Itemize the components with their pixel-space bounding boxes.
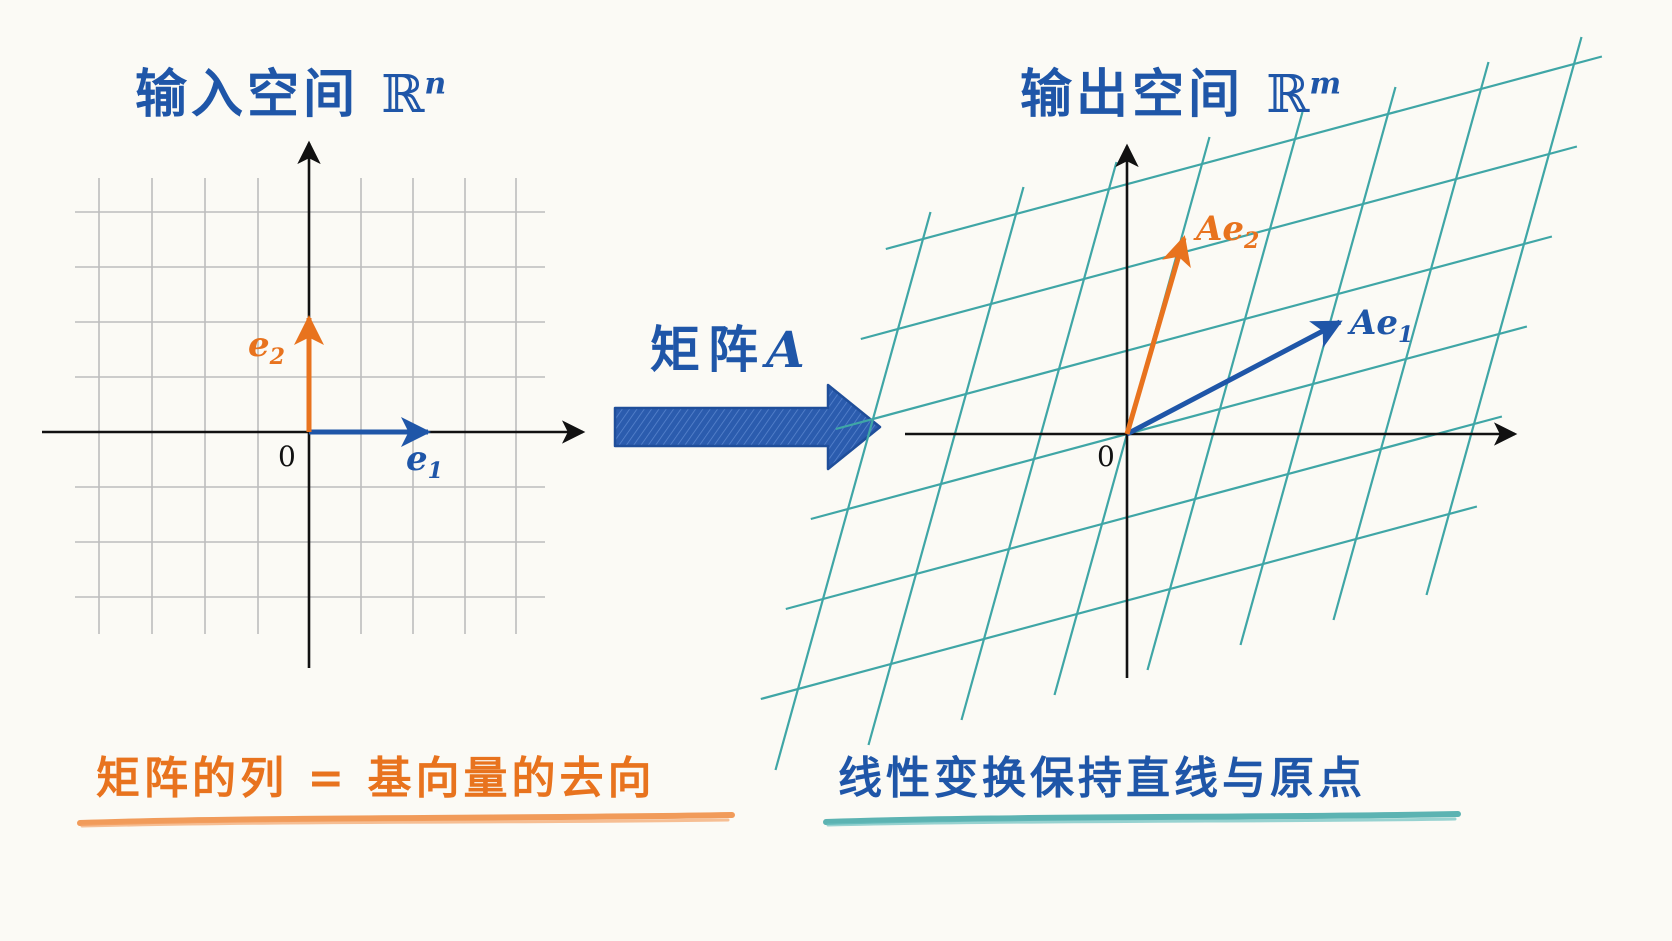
left-caption-underline — [77, 812, 735, 826]
label-e1: e1 — [406, 439, 443, 484]
output-grid-line — [810, 325, 1528, 521]
label-Ae1: Ae1 — [1347, 303, 1413, 348]
output-grid-line — [860, 145, 1578, 341]
output-grid-line — [1239, 86, 1397, 646]
output-grid-line — [1332, 61, 1490, 621]
left-caption: 矩阵的列 = 基向量的去向 — [96, 753, 656, 804]
output-grid-line — [1425, 36, 1583, 596]
right-caption-underline — [823, 811, 1461, 825]
label-Ae2: Ae2 — [1193, 209, 1259, 254]
input-space-title: 输入空间 ℝn — [135, 65, 451, 125]
output-grid-line — [867, 186, 1025, 746]
output-grid-line — [835, 235, 1553, 431]
transform-label: 矩阵A — [650, 320, 805, 379]
output-grid-line — [960, 161, 1118, 721]
vector-Ae2 — [1124, 235, 1191, 435]
output-grid-line — [760, 505, 1478, 701]
right-arrow-icon — [613, 383, 882, 471]
left-caption-underline-stroke — [80, 818, 730, 828]
vector-Ae1 — [1125, 319, 1343, 437]
input-origin-label: 0 — [278, 440, 296, 473]
output-origin-label: 0 — [1097, 440, 1115, 473]
output-grid — [760, 36, 1603, 771]
output-grid-line — [774, 211, 932, 771]
right-caption-underline-stroke — [826, 817, 1457, 827]
right-caption: 线性变换保持直线与原点 — [838, 753, 1366, 804]
output-grid-line — [1146, 111, 1304, 671]
output-grid-line — [885, 55, 1603, 251]
label-e2: e2 — [248, 325, 285, 370]
output-grid-line — [785, 415, 1503, 611]
